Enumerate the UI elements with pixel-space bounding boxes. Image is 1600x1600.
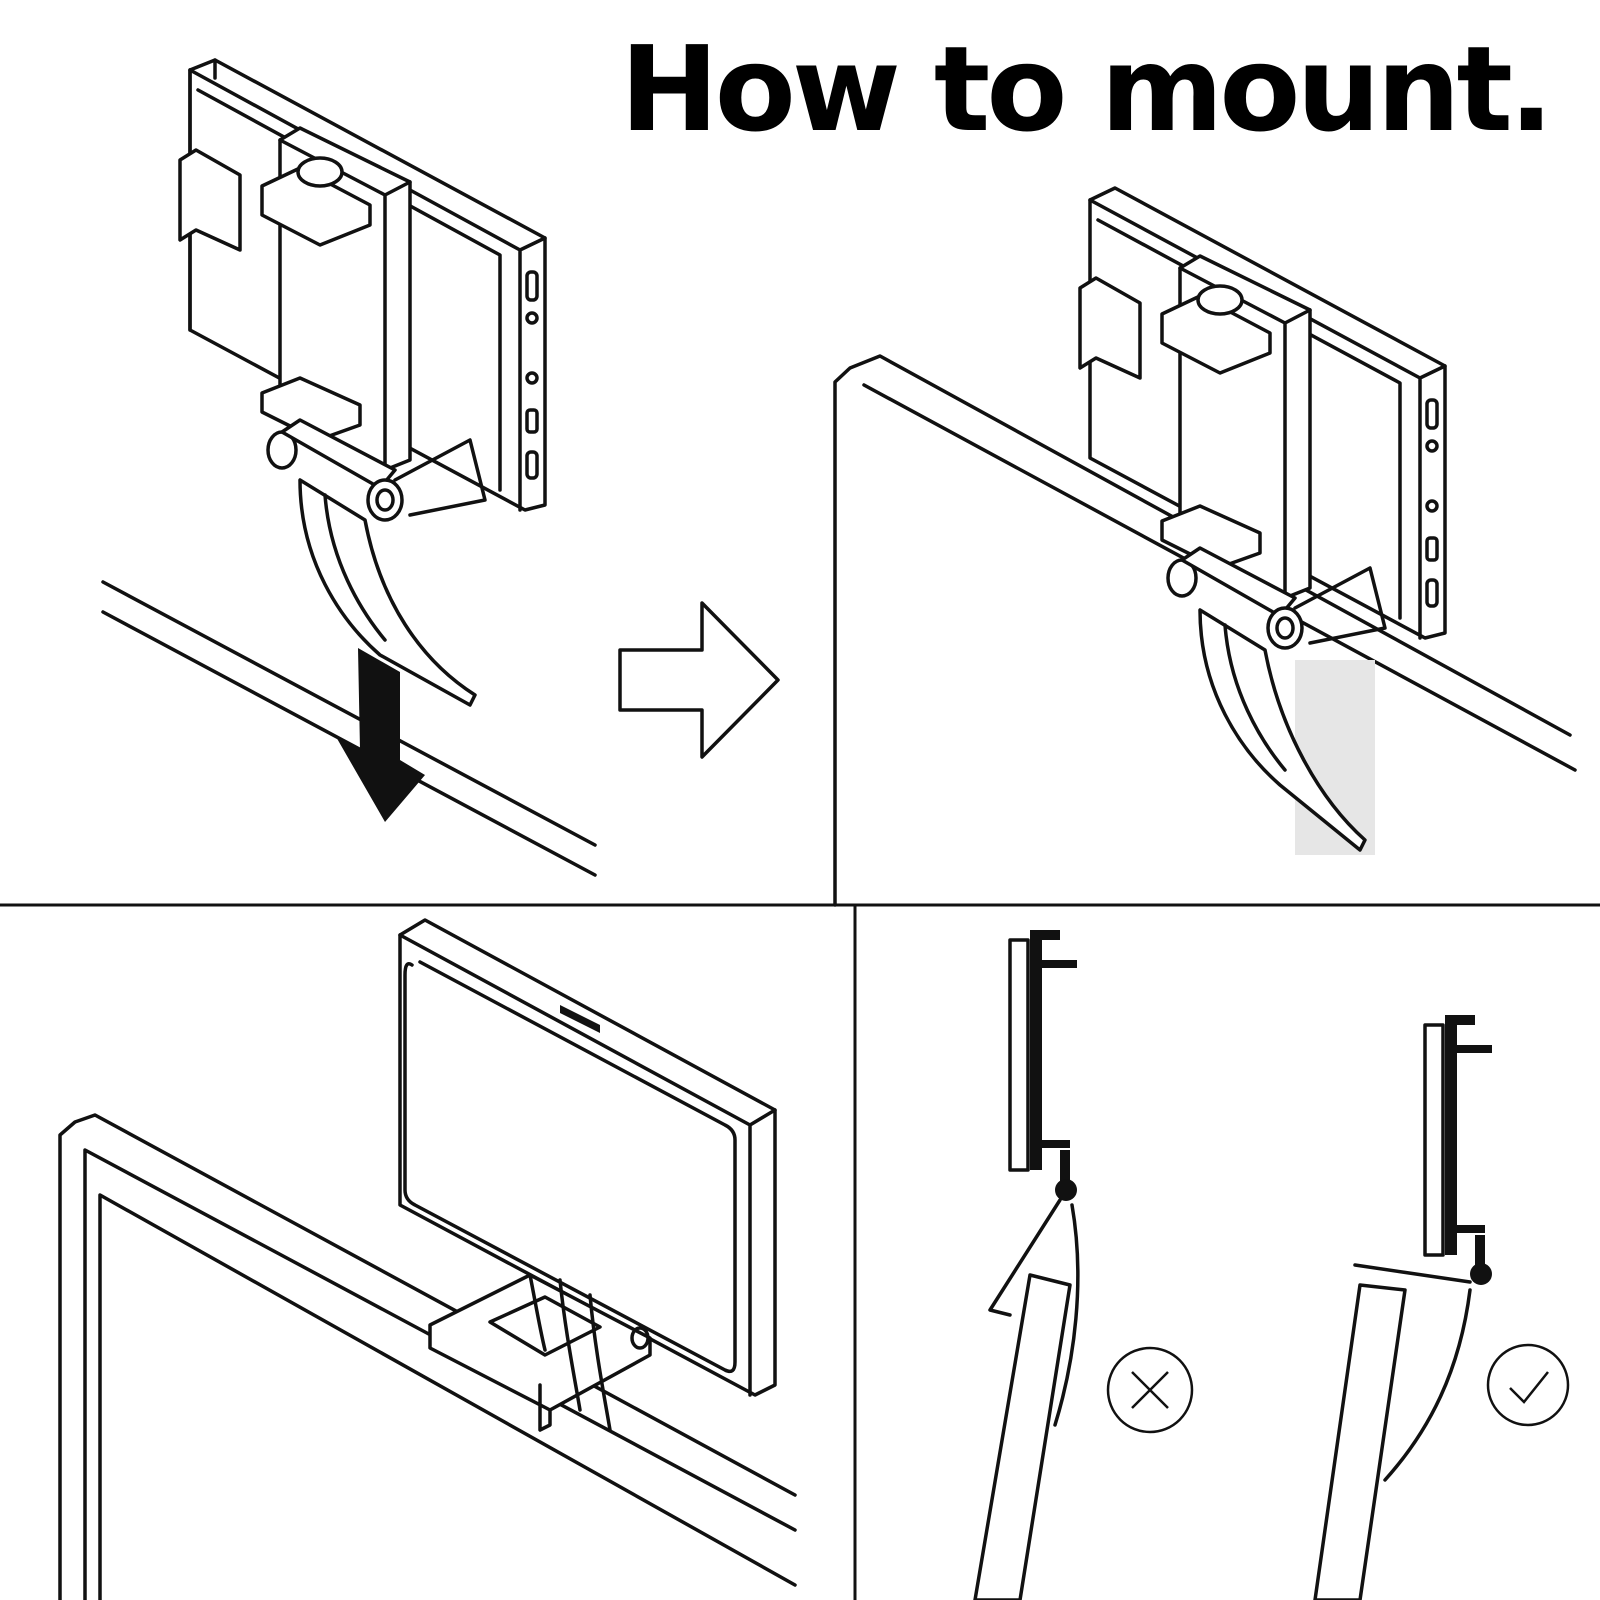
step-2-device-mounted [833,186,1577,907]
page-title: How to mount. [620,20,1554,158]
step-4-correct-side-view [1313,1015,1570,1600]
panel-dividers [0,903,1600,1600]
step-4-incorrect-side-view [973,930,1194,1600]
arrow-down-icon [335,648,425,822]
step-3-rear-view [58,918,797,1600]
cross-icon [1106,1346,1194,1434]
check-icon [1486,1343,1570,1427]
arrow-right-icon [618,601,780,759]
step-1-device-above-bar [101,58,597,877]
